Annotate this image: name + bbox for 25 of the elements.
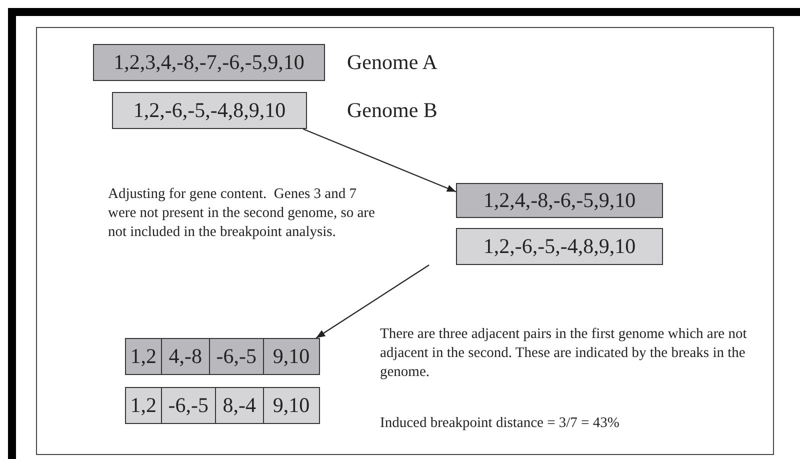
genome-box: [93, 44, 325, 81]
gene-order: 1,2,-6,-5,-4,8,9,10: [483, 236, 636, 257]
gene-pair: -6,-5: [162, 388, 216, 423]
genome-label: Genome B: [347, 100, 438, 120]
gene-order: 1,2,3,4,-8,-7,-6,-5,9,10: [114, 52, 304, 73]
note-text: There are three adjacent pairs in the first genome which are not adjacent in the second. These are indicated by the breaks in the genome.: [380, 325, 748, 382]
gene-pair: 8,-4: [216, 388, 264, 423]
genome-box: [456, 183, 663, 218]
gene-pair: -6,-5: [210, 339, 264, 374]
gene-pair: 4,-8: [162, 339, 210, 374]
arrow: [316, 264, 430, 338]
note-text: Adjusting for gene content. Genes 3 and 7 were not present in the second genome, so are not included in the breakpoint analysis.: [108, 185, 376, 242]
gene-order: 1,2,-6,-5,-4,8,9,10: [133, 100, 286, 121]
genome-label: Genome A: [347, 52, 438, 72]
gene-pair: 1,2: [126, 388, 162, 423]
genome-box: [456, 228, 663, 265]
gene-pair: 9,10: [272, 392, 311, 419]
note-text: Induced breakpoint distance = 3/7 = 43%: [380, 414, 620, 433]
segmented-genome-box: [125, 338, 320, 375]
genome-box: [112, 92, 307, 129]
arrow: [302, 128, 456, 192]
gene-pair: 1,2: [126, 339, 162, 374]
gene-order: 1,2,4,-8,-6,-5,9,10: [483, 190, 636, 211]
segmented-genome-box: [125, 387, 320, 424]
gene-pair: 9,10: [272, 343, 311, 370]
